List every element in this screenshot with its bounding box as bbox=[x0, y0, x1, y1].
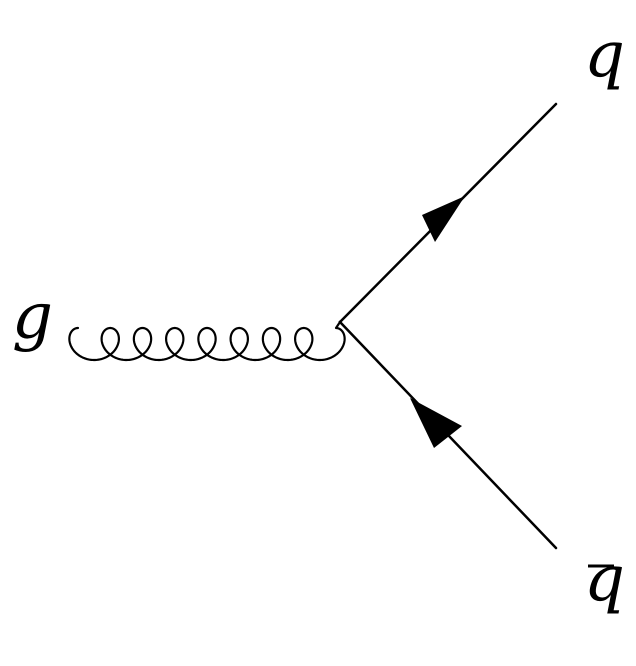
gluon-propagator bbox=[68, 320, 346, 362]
antiquark-label: q bbox=[584, 542, 625, 616]
quark-arrow bbox=[422, 196, 465, 242]
gluon-label: g bbox=[12, 280, 53, 354]
antiquark-arrow bbox=[410, 398, 462, 448]
antiquark-label-group: q bbox=[584, 542, 625, 616]
quark-label: q bbox=[584, 18, 625, 92]
interaction-vertex bbox=[338, 320, 342, 324]
